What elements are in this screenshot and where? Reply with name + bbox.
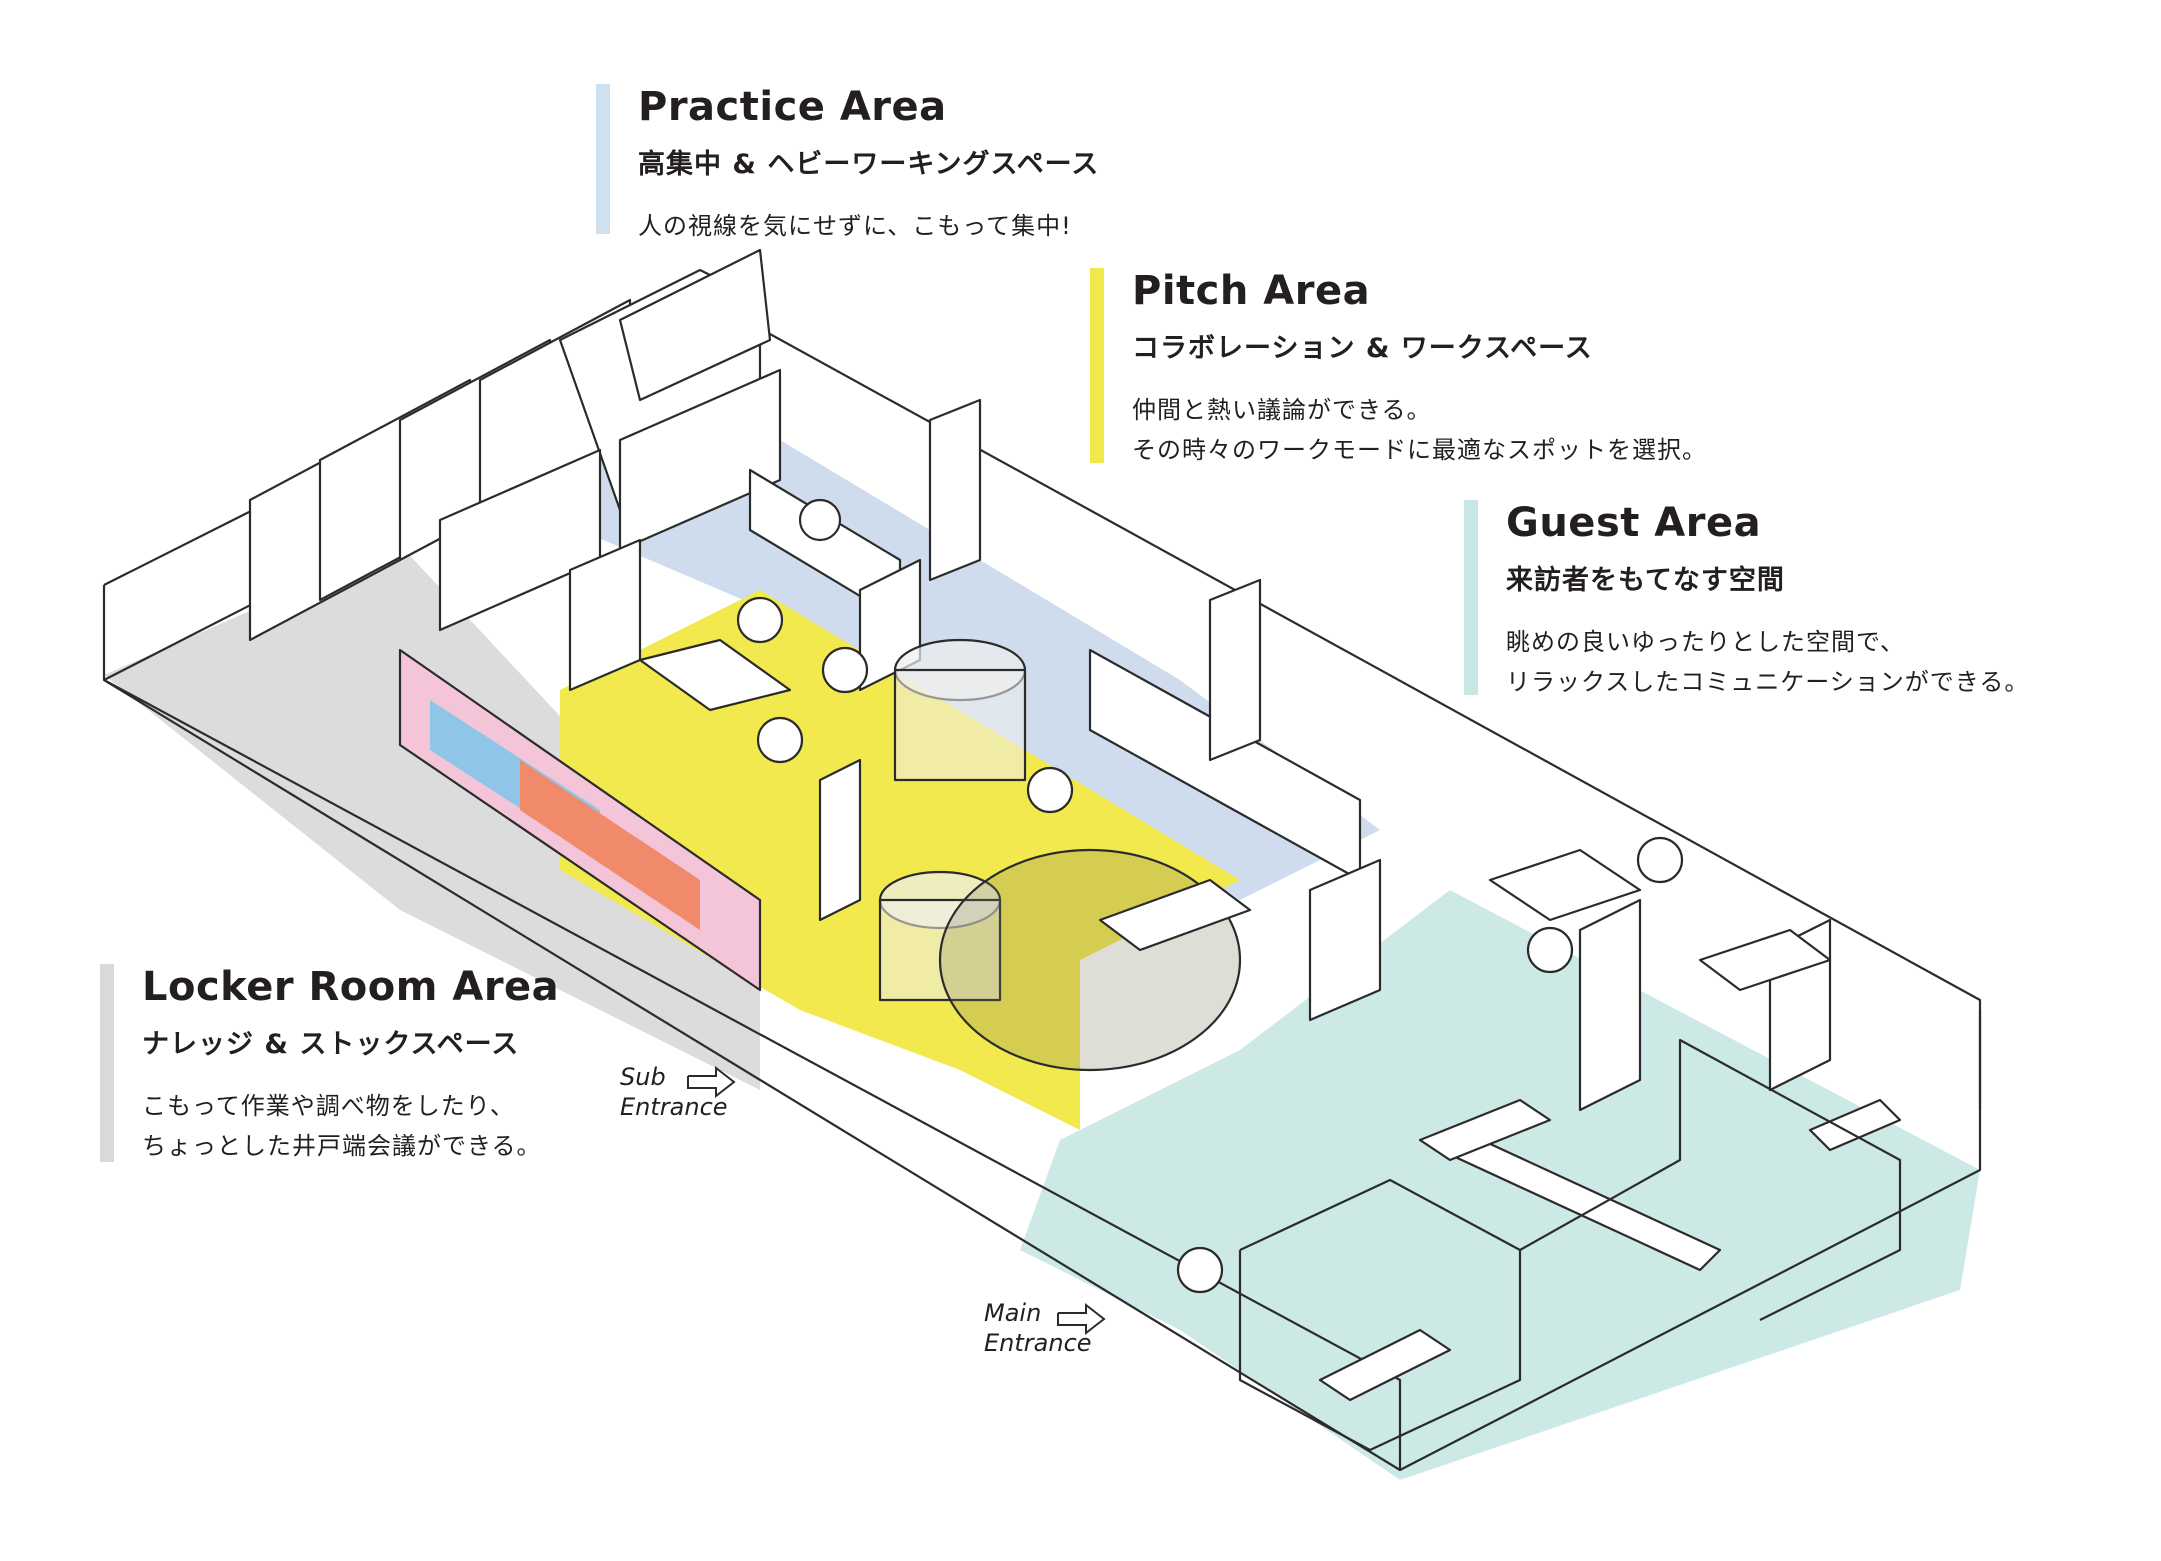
pitch-area-desc-line-1: 仲間と熱い議論ができる。	[1132, 396, 1432, 424]
pitch-floor-yellow	[560, 590, 1240, 1130]
guest-area-callout: Guest Area 来訪者をもてなす空間 眺めの良いゆったりとした空間で、 リ…	[1464, 500, 2154, 700]
plants	[736, 498, 1684, 1294]
locker-area-callout: Locker Room Area ナレッジ & ストックスペース こもって作業や…	[100, 964, 700, 1164]
guest-area-title: Guest Area	[1506, 500, 1762, 546]
sofas	[1488, 848, 1902, 1152]
main-entrance-label: Main Entrance	[984, 1298, 1092, 1358]
meeting-room-walls	[1238, 1178, 1522, 1452]
tables	[638, 638, 1722, 1402]
practice-area-desc: 人の視線を気にせずに、こもって集中!	[638, 206, 1072, 246]
guest-floor-mint	[1020, 890, 1980, 1480]
curtain-booth-1-body	[893, 668, 1027, 782]
locker-area-subtitle: ナレッジ & ストックスペース	[142, 1029, 520, 1060]
sub-entrance-label: Sub Entrance	[620, 1062, 728, 1122]
sub-entrance-line-1: Sub	[620, 1063, 666, 1091]
practice-area-subtitle: 高集中 & ヘビーワーキングスペース	[638, 149, 1100, 180]
pitch-area-subtitle: コラボレーション & ワークスペース	[1132, 333, 1593, 364]
guest-area-desc: 眺めの良いゆったりとした空間で、 リラックスしたコミュニケーションができる。	[1506, 622, 2029, 702]
main-entrance-line-2: Entrance	[984, 1329, 1092, 1357]
outer-wall-left	[102, 585, 1402, 1472]
sub-entrance-line-2: Entrance	[620, 1093, 728, 1121]
meeting-room-2	[1519, 1038, 1902, 1321]
practice-area-desc-line: 人の視線を気にせずに、こもって集中!	[638, 212, 1072, 240]
locker-area-desc: こもって作業や調べ物をしたり、 ちょっとした井戸端会議ができる。	[142, 1086, 542, 1166]
entrance-arrows	[687, 1065, 1106, 1336]
guest-area-desc-line-2: リラックスしたコミュニケーションができる。	[1506, 668, 2030, 696]
guest-area-bar	[1464, 500, 1478, 695]
practice-area-bar	[596, 84, 610, 234]
locker-floor	[104, 545, 760, 1090]
main-entrance-arrow	[1057, 1302, 1106, 1336]
outer-wall-front	[1399, 1010, 1982, 1471]
pitch-area-desc: 仲間と熱い議論ができる。 その時々のワークモードに最適なスポットを選択。	[1132, 390, 1707, 470]
locker-area-title: Locker Room Area	[142, 964, 560, 1010]
locker-area-desc-line-2: ちょっとした井戸端会議ができる。	[142, 1132, 542, 1160]
practice-area-callout: Practice Area 高集中 & ヘビーワーキングスペース 人の視線を気に…	[596, 84, 1296, 244]
guest-area-desc-line-1: 眺めの良いゆったりとした空間で、	[1506, 628, 1906, 656]
locker-area-bar	[100, 964, 114, 1162]
pitch-highlight-circle	[938, 848, 1242, 1072]
pitch-area-desc-line-2: その時々のワークモードに最適なスポットを選択。	[1132, 436, 1707, 464]
locker-area-desc-line-1: こもって作業や調べ物をしたり、	[142, 1092, 515, 1120]
pitch-area-callout: Pitch Area コラボレーション & ワークスペース 仲間と熱い議論ができ…	[1090, 268, 1990, 468]
guest-area-subtitle: 来訪者をもてなす空間	[1506, 565, 1785, 596]
main-entrance-line-1: Main	[984, 1299, 1042, 1327]
mural-accent-2	[520, 760, 700, 930]
pitch-area-bar	[1090, 268, 1104, 463]
sub-entrance-arrow	[687, 1065, 736, 1099]
pitch-area-title: Pitch Area	[1132, 268, 1371, 314]
practice-area-title: Practice Area	[638, 84, 947, 130]
